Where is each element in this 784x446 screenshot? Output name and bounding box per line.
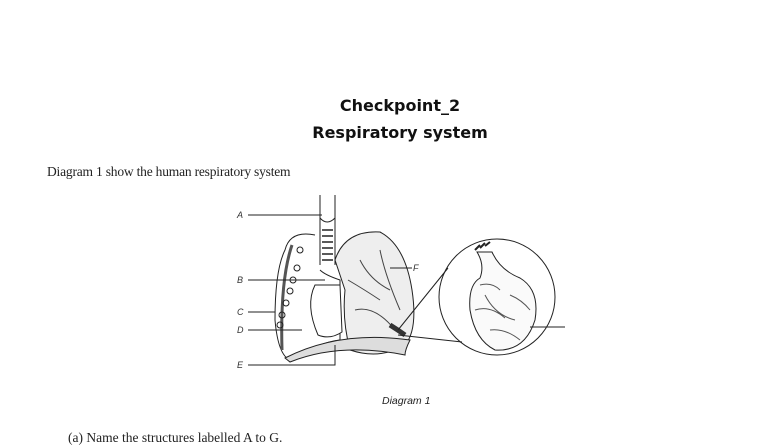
- diaphragm: [284, 336, 411, 363]
- label-f: F: [413, 263, 419, 273]
- label-b: B: [237, 275, 243, 285]
- respiratory-system-diagram: A B C D E F Diagram 1: [236, 195, 565, 407]
- question-a: (a) Name the structures labelled A to G.: [68, 430, 283, 445]
- label-d: D: [237, 325, 244, 335]
- document-title: Checkpoint_2: [339, 96, 461, 115]
- left-lung: [274, 233, 341, 361]
- trachea: [319, 195, 336, 265]
- diagram-caption: Diagram 1: [382, 395, 430, 407]
- label-a: A: [236, 210, 243, 220]
- intro-text: Diagram 1 show the human respiratory sys…: [47, 164, 291, 179]
- label-c: C: [237, 307, 244, 317]
- alveoli: [469, 251, 537, 351]
- label-e: E: [237, 360, 244, 370]
- alveoli-magnified: [438, 238, 556, 356]
- document-subtitle: Respiratory system: [312, 123, 488, 142]
